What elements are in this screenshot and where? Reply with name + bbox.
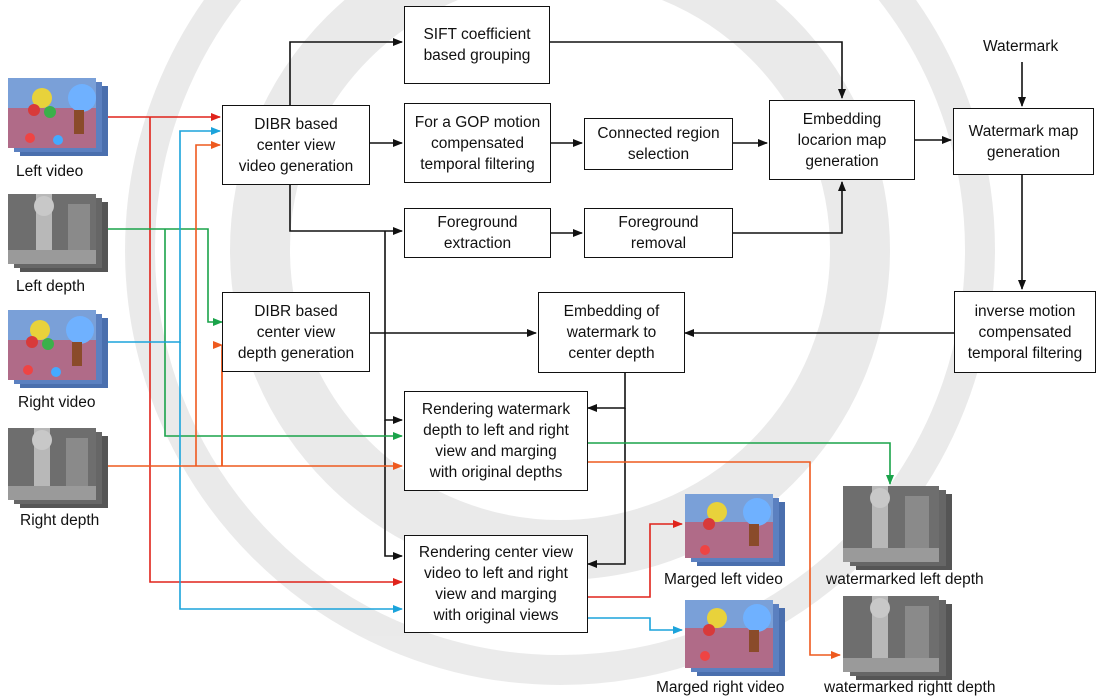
right-video-connectors — [108, 127, 683, 634]
watermark-label: Watermark — [983, 38, 1059, 55]
render-video-box: Rendering center view video to left and … — [404, 535, 588, 633]
right-video-label: Right video — [18, 394, 96, 411]
foreground-extraction-box: Foreground extraction — [404, 208, 551, 258]
right-depth-connectors — [108, 141, 841, 659]
merged-left-video-label: Marged left video — [664, 571, 783, 588]
left-video-thumbnail — [8, 78, 108, 156]
right-depth-label: Right depth — [20, 512, 100, 529]
embedding-location-box: Embedding locarion map generation — [769, 100, 915, 180]
foreground-removal-box: Foreground removal — [584, 208, 733, 258]
gop-filtering-box: For a GOP motion compensated temporal fi… — [404, 103, 551, 183]
dibr-video-box: DIBR based center view video generation — [222, 105, 370, 185]
left-depth-label: Left depth — [16, 278, 85, 295]
arrow-dibr-to-sift — [289, 38, 403, 105]
right-video-thumbnail — [8, 310, 108, 388]
connected-region-box: Connected region selection — [584, 118, 733, 170]
arrow-sift-to-embedloc — [550, 41, 846, 99]
watermarked-right-depth-label: watermarked rightt depth — [824, 679, 996, 696]
dibr-depth-box: DIBR based center view depth generation — [222, 292, 370, 372]
merged-right-video-thumbnail — [685, 600, 785, 676]
black-connectors — [289, 38, 1026, 568]
left-video-connectors — [108, 113, 683, 598]
watermarked-right-depth-thumbnail — [843, 596, 952, 680]
watermark-map-box: Watermark map generation — [953, 108, 1094, 175]
left-depth-thumbnail — [8, 194, 108, 272]
watermarked-left-depth-label: watermarked left depth — [826, 571, 984, 588]
inverse-motion-box: inverse motion compensated temporal filt… — [954, 291, 1096, 373]
arrow-dibr-to-fg — [289, 185, 403, 235]
right-depth-thumbnail — [8, 428, 108, 508]
watermarked-left-depth-thumbnail — [843, 486, 952, 570]
embedding-watermark-box: Embedding of watermark to center depth — [538, 292, 685, 373]
merged-left-video-thumbnail — [685, 494, 785, 566]
left-video-label: Left video — [16, 163, 84, 180]
left-depth-connectors — [108, 228, 894, 485]
arrow-embedwm-to-rendervideo — [587, 408, 626, 568]
sift-grouping-box: SIFT coefficient based grouping — [404, 6, 550, 84]
arrow-bus-to-renderdepth — [384, 231, 403, 424]
arrow-embedwm-to-renderdepth — [587, 373, 626, 412]
render-depth-box: Rendering watermark depth to left and ri… — [404, 391, 588, 491]
arrow-fgrem-to-embedloc — [733, 181, 846, 234]
merged-right-video-label: Marged right video — [656, 679, 785, 696]
